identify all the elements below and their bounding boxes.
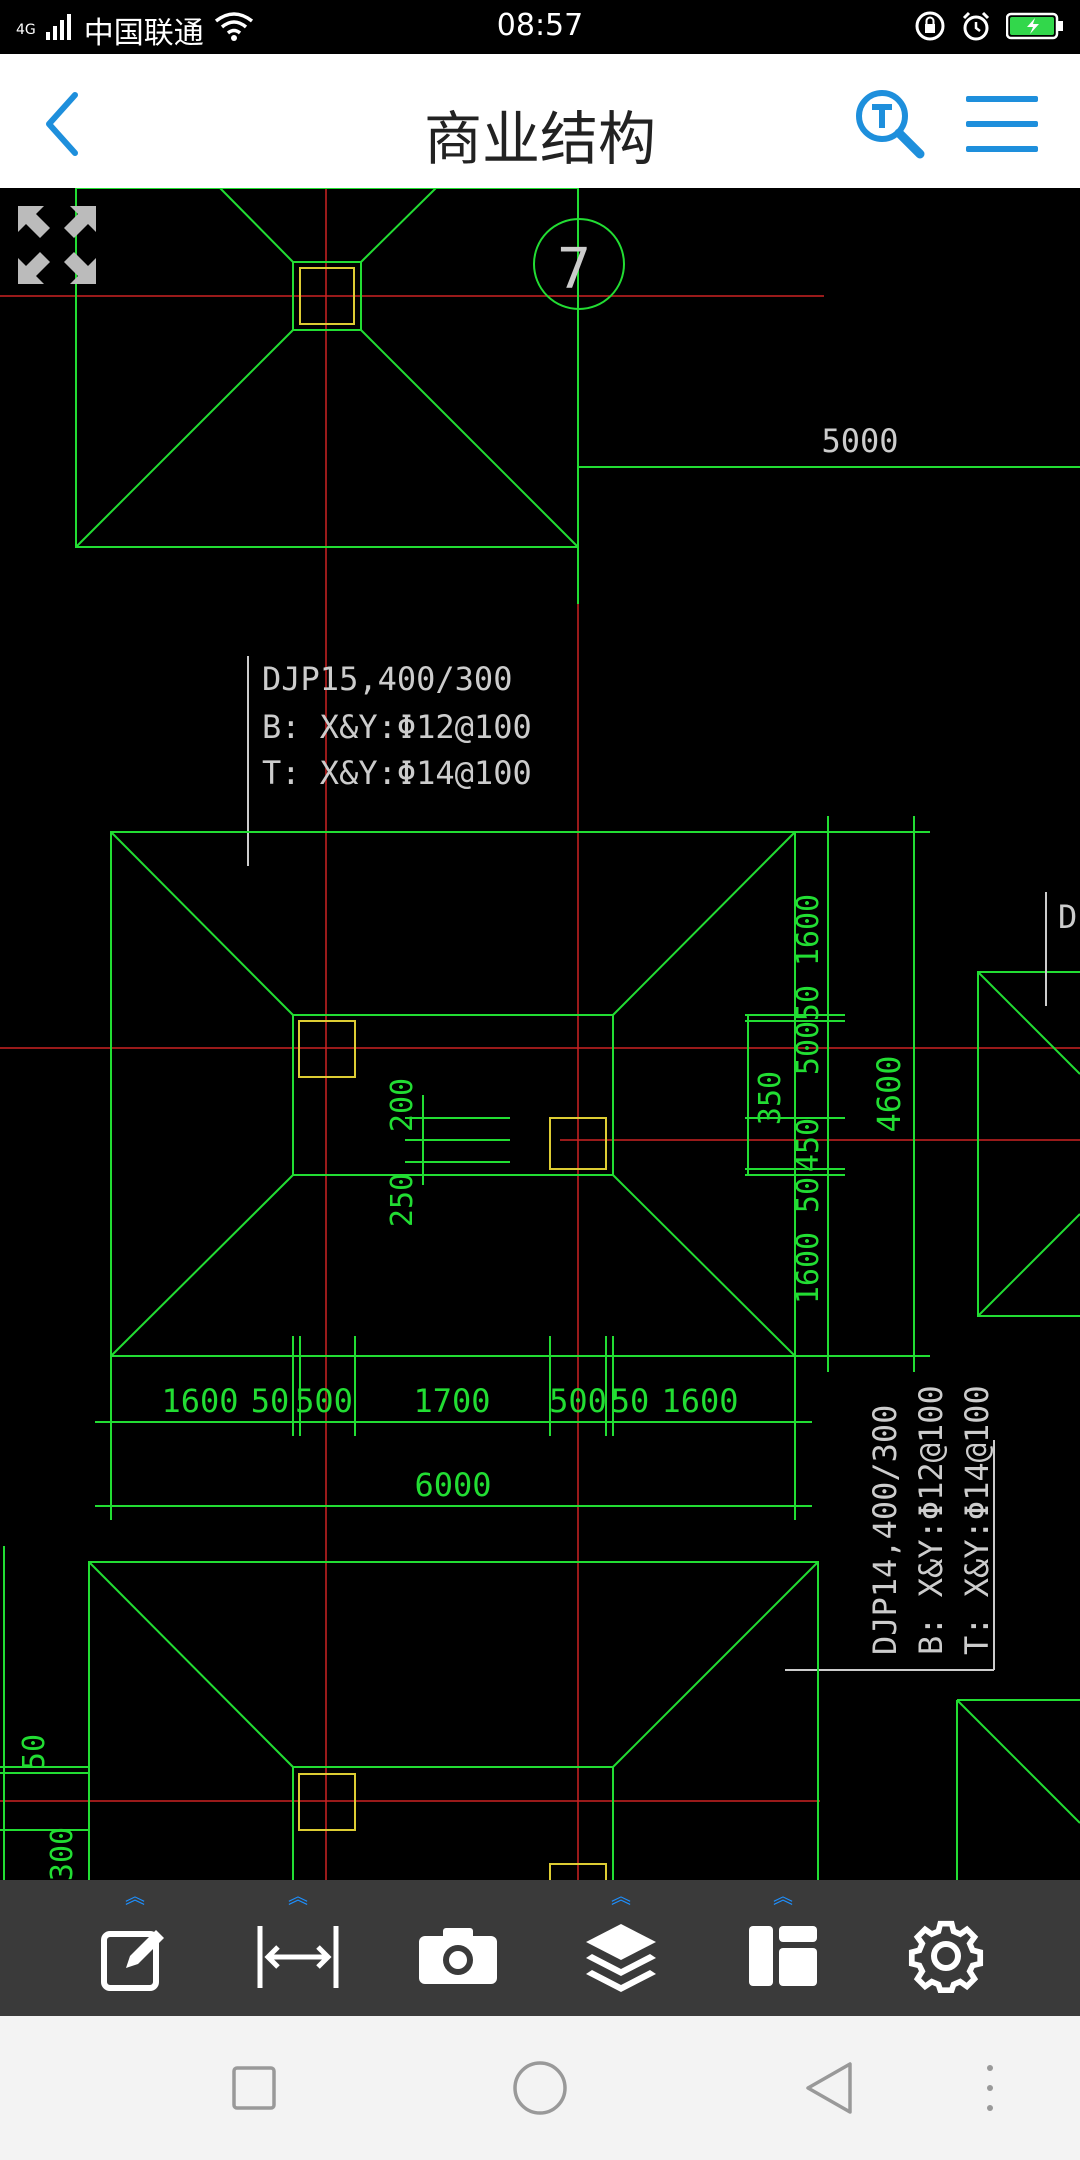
note1-line3: T: X&Y:Φ14@100 [262, 754, 532, 792]
dim-total-width: 6000 [414, 1466, 491, 1504]
expand-caret-icon: ︽ [125, 1884, 145, 1908]
status-bar: 4G 中国联通 08:57 [0, 0, 1080, 54]
horizontal-dimension-label: 500 [295, 1382, 353, 1420]
dim-200: 200 [385, 1078, 420, 1132]
wifi-icon [214, 11, 254, 49]
cad-drawing[interactable]: 7 5000 DJP15,400/300 B: X&Y:Φ12@100 T: X… [0, 188, 1080, 1880]
settings-button[interactable] [886, 1880, 1006, 2016]
vertical-dimension-label: 1600 [791, 894, 826, 966]
footing-right [977, 971, 1080, 1317]
label-d: D [1058, 898, 1077, 936]
dim-250: 250 [385, 1173, 420, 1227]
horizontal-dimension-label: 500 [549, 1382, 607, 1420]
alarm-icon [960, 10, 992, 46]
horizontal-dimension-label: 1700 [413, 1382, 490, 1420]
dim-left-300: 300 [45, 1827, 80, 1880]
bottom-toolbar: ︽ ︽ ︽ ︽ [0, 1880, 1080, 2016]
expand-caret-icon: ︽ [288, 1884, 308, 1908]
back-button[interactable] [12, 76, 112, 176]
annotate-button[interactable]: ︽ [75, 1880, 195, 2016]
network-type: 4G [16, 22, 36, 38]
recent-apps-button[interactable] [214, 2048, 294, 2128]
home-button[interactable] [500, 2048, 580, 2128]
horizontal-dimension-label: 50 [611, 1382, 650, 1420]
note1-line2: B: X&Y:Φ12@100 [262, 708, 532, 746]
horizontal-dimension-label: 1600 [161, 1382, 238, 1420]
app-header: 商业结构 [0, 54, 1080, 188]
vertical-dots-icon [970, 2065, 1010, 2132]
vertical-dimension-label: 50 [791, 985, 826, 1021]
horizontal-dimensions [95, 1336, 812, 1520]
expand-caret-icon: ︽ [773, 1884, 793, 1908]
page-title: 商业结构 [423, 105, 656, 173]
axis-lines [0, 188, 1080, 1880]
clock: 08:57 [496, 8, 584, 43]
menu-button[interactable] [952, 76, 1052, 176]
dim-350: 350 [753, 1071, 788, 1125]
footing-top [75, 188, 579, 548]
expand-arrows-icon [14, 206, 100, 292]
dim-left-50: 50 [17, 1734, 52, 1770]
text-search-icon [852, 86, 928, 166]
circle-icon [500, 2061, 580, 2132]
triangle-back-icon [790, 2062, 870, 2132]
camera-button[interactable] [398, 1880, 518, 2016]
carrier-name: 中国联通 [83, 16, 204, 51]
cad-drawing-canvas[interactable]: 7 5000 DJP15,400/300 B: X&Y:Φ12@100 T: X… [0, 188, 1080, 1880]
note2-line1: DJP14,400/300 [866, 1405, 904, 1655]
layout-button[interactable]: ︽ [723, 1880, 843, 2016]
vertical-dimension-label: 450 [791, 1118, 826, 1172]
dim-5000: 5000 [821, 422, 898, 460]
layers-button[interactable]: ︽ [561, 1880, 681, 2016]
fullscreen-button[interactable] [14, 202, 100, 288]
vertical-dimension-label: 500 [791, 1021, 826, 1075]
hamburger-menu-icon [964, 92, 1040, 160]
back-nav-button[interactable] [790, 2048, 870, 2128]
horizontal-dimension-label: 50 [251, 1382, 290, 1420]
system-nav-bar [0, 2016, 1080, 2160]
vertical-dimension-label: 1600 [791, 1232, 826, 1304]
battery-icon [1005, 12, 1064, 44]
dim-total-height: 4600 [870, 1055, 908, 1132]
more-options-button[interactable] [970, 2048, 1010, 2128]
horizontal-dimension-label: 1600 [661, 1382, 738, 1420]
square-icon [214, 2066, 294, 2132]
chevron-left-icon [37, 89, 87, 163]
vertical-dimension-label: 50 [791, 1177, 826, 1213]
lock-rotation-icon [914, 10, 946, 46]
grid-label-7: 7 [557, 237, 591, 302]
note2-line2: B: X&Y:Φ12@100 [912, 1385, 950, 1655]
vertical-dimensions [745, 816, 930, 1372]
status-left: 4G 中国联通 [16, 8, 254, 52]
text-search-button[interactable] [840, 76, 940, 176]
note1-line1: DJP15,400/300 [262, 660, 512, 698]
signal-icon [45, 13, 74, 48]
measure-button[interactable]: ︽ [238, 1880, 358, 2016]
expand-caret-icon: ︽ [611, 1884, 631, 1908]
footing-main [110, 831, 796, 1357]
status-right [914, 10, 1064, 46]
footing-bottom [0, 1546, 1080, 1880]
note2-line3: T: X&Y:Φ14@100 [958, 1385, 996, 1655]
grid-bubble [533, 218, 625, 310]
